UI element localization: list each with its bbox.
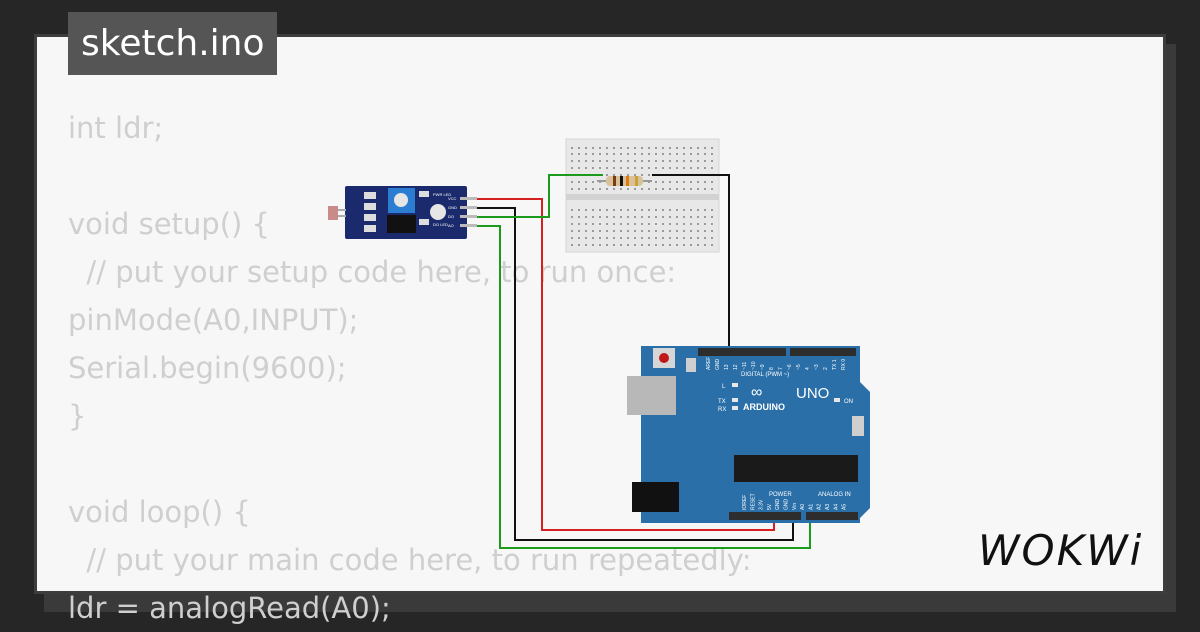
digital-header-1 [698, 348, 786, 356]
pin-label-ao: AO [448, 223, 454, 228]
breadboard[interactable] [565, 138, 720, 253]
top-pin-label-1: GND [715, 359, 721, 371]
file-tab[interactable]: sketch.ino [68, 12, 278, 75]
top-pin-label-3: 12 [733, 364, 739, 370]
code-line: } [68, 399, 87, 433]
top-pin-label-9: ~6 [787, 364, 793, 370]
top-pin-label-6: ~9 [760, 364, 766, 370]
top-pin-label-2: 13 [724, 364, 730, 370]
top-pin-label-5: ~10 [751, 361, 757, 370]
infinity-icon: ∞ [751, 384, 762, 401]
wire-resistor-black [652, 174, 730, 353]
power-header [729, 512, 801, 520]
brand-label: ARDUINO [743, 402, 785, 412]
wokwi-logo: WOKWi [978, 526, 1144, 575]
wire-gnd-black [476, 207, 794, 541]
pwr-led-label: PWR LED [433, 192, 451, 197]
bottom-pin-label-11: A4 [833, 504, 839, 510]
wire-do-green [476, 174, 603, 218]
comparator-chip [387, 215, 416, 233]
top-pin-label-10: ~5 [796, 364, 802, 370]
led-label-rx: RX [718, 407, 726, 413]
bottom-pin-label-3: 5V [767, 503, 773, 510]
code-line: pinMode(A0,INPUT); [68, 303, 359, 337]
code-line: void loop() { [68, 495, 251, 529]
top-pin-label-11: 4 [805, 367, 811, 370]
bottom-pin-label-1: RESET [750, 493, 756, 510]
bottom-pin-label-2: 3.3V [759, 499, 765, 510]
power-jack [632, 482, 679, 512]
wire-ao-green [476, 225, 811, 549]
led-label-l: L [722, 384, 726, 390]
analog-label: ANALOG IN [818, 492, 851, 498]
power-label: POWER [769, 492, 792, 498]
digital-label: DIGITAL (PWM ~) [741, 372, 789, 378]
arduino-uno[interactable]: DIGITAL (PWM ~) ARDUINO UNO ∞ POWER ANAL… [627, 346, 870, 523]
digital-header-2 [790, 348, 856, 356]
usb-port [627, 376, 676, 415]
bottom-pin-label-8: A1 [808, 504, 814, 510]
bottom-pin-label-12: A5 [842, 504, 848, 510]
bottom-pin-label-9: A2 [817, 504, 823, 510]
pin-label-vcc: VCC [448, 196, 457, 201]
atmega-chip [734, 455, 858, 482]
preview-card [34, 34, 1166, 594]
ldr-sensor-module[interactable]: PWR LED DO LED VCC GND DO AO [328, 186, 477, 239]
code-line: Serial.begin(9600); [68, 351, 347, 385]
top-pin-label-12: ~3 [814, 364, 820, 370]
code-editor[interactable]: int ldr; void setup() { // put your setu… [68, 104, 752, 632]
led-label-on: ON [844, 399, 853, 405]
top-pin-label-14: TX 1 [832, 359, 838, 370]
bottom-pin-label-0: IOREF [742, 495, 748, 510]
top-pin-label-15: RX 0 [841, 359, 847, 370]
bottom-pin-label-4: GND [775, 499, 781, 511]
wire-vcc-red [476, 198, 775, 531]
photoresistor [328, 206, 338, 220]
bottom-pin-label-7: A0 [800, 504, 806, 510]
model-label: UNO [796, 385, 829, 402]
code-line: int ldr; [68, 111, 164, 145]
bottom-pin-label-5: GND [784, 499, 790, 511]
top-pin-label-7: 8 [769, 367, 775, 370]
code-line: void setup() { [68, 207, 270, 241]
top-pin-label-8: 7 [778, 367, 784, 370]
top-pin-label-0: AREF [706, 357, 712, 370]
code-line: ldr = analogRead(A0); [68, 591, 391, 625]
bottom-pin-label-10: A3 [825, 504, 831, 510]
pin-label-gnd: GND [448, 205, 457, 210]
resistor[interactable] [597, 176, 652, 186]
top-pin-label-4: ~11 [742, 362, 748, 370]
analog-header [806, 512, 858, 520]
led-label-tx: TX [718, 399, 726, 405]
top-pin-label-13: 2 [823, 367, 829, 370]
pin-label-do: DO [448, 214, 454, 219]
do-led-label: DO LED [433, 222, 448, 227]
wires [476, 174, 811, 549]
bottom-pin-label-6: Vin [792, 503, 798, 510]
